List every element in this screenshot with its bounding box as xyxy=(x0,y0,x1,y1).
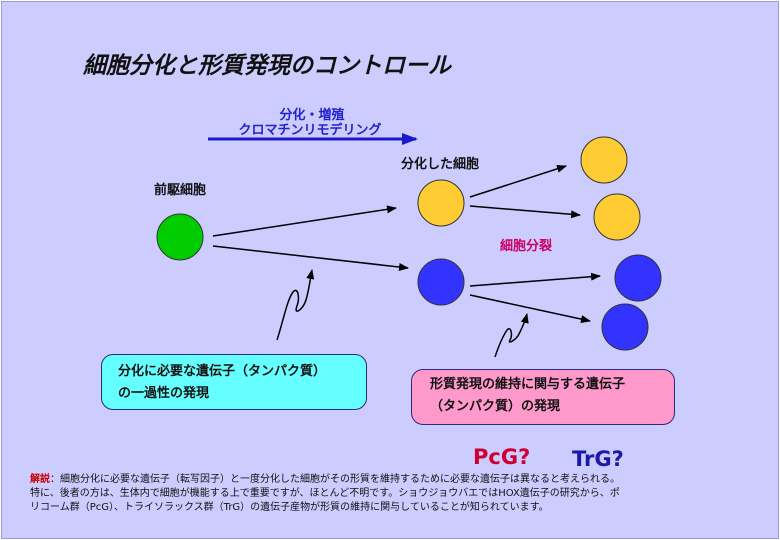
footnote-line1: 解説：細胞分化に必要な遺伝子（転写因子）と一度分化した細胞がその形質を維持するた… xyxy=(30,473,760,487)
transient-box-line2: の一過性の発現 xyxy=(118,386,210,401)
daughter-cell-blue-2 xyxy=(601,303,649,351)
pcg-label: PcG? xyxy=(473,445,530,469)
footnote-label: 解説 xyxy=(30,474,50,485)
maintenance-box-line1: 形質発現の維持に関与する遺伝子 xyxy=(430,377,626,392)
arrow-to-blue xyxy=(212,245,409,271)
footnote-line3: リコーム群（PcG）、トライソラックス群（TrG）の遺伝子産物が形質の維持に関与… xyxy=(30,502,549,513)
wavy-arrow-left xyxy=(276,269,315,341)
label-progenitor: 前駆細胞 xyxy=(154,182,206,198)
differentiated-cell-blue xyxy=(417,258,465,306)
daughter-cell-yellow-1 xyxy=(580,136,628,184)
footnote-text1: ：細胞分化に必要な遺伝子（転写因子）と一度分化した細胞がその形質を維持するために… xyxy=(50,474,620,485)
transient-expression-box: 分化に必要な遺伝子（タンパク質） の一過性の発現 xyxy=(101,354,367,410)
daughter-cell-blue-1 xyxy=(614,254,662,302)
arrow-label-line2: クロマチンリモデリング xyxy=(238,122,381,138)
trg-label: TrG? xyxy=(572,447,624,471)
arrow-yellow-down xyxy=(469,205,581,219)
page-title: 細胞分化と形質発現のコントロール xyxy=(82,53,452,79)
label-differentiated: 分化した細胞 xyxy=(401,156,479,172)
label-cell-division: 細胞分裂 xyxy=(500,238,553,254)
arrow-label-line1: 分化・増殖 xyxy=(279,107,344,123)
transient-box-line1: 分化に必要な遺伝子（タンパク質） xyxy=(118,364,327,379)
arrow-yellow-up xyxy=(469,164,567,198)
progenitor-cell xyxy=(156,213,204,261)
maintenance-box-line2: （タンパク質）の発現 xyxy=(430,399,561,414)
wavy-arrow-right xyxy=(494,313,529,358)
footnote: 解説：細胞分化に必要な遺伝子（転写因子）と一度分化した細胞がその形質を維持するた… xyxy=(30,473,760,515)
daughter-cell-yellow-2 xyxy=(593,193,641,241)
arrow-blue-down xyxy=(469,294,591,324)
arrow-to-yellow xyxy=(212,205,397,237)
arrow-blue-up xyxy=(469,272,601,287)
differentiated-cell-yellow xyxy=(417,179,465,227)
footnote-line2: 特に、後者の方は、生体内で細胞が機能する上で重要ですが、ほとんど不明です。ショウ… xyxy=(30,488,620,499)
maintenance-expression-box: 形質発現の維持に関与する遺伝子 （タンパク質）の発現 xyxy=(411,369,675,425)
